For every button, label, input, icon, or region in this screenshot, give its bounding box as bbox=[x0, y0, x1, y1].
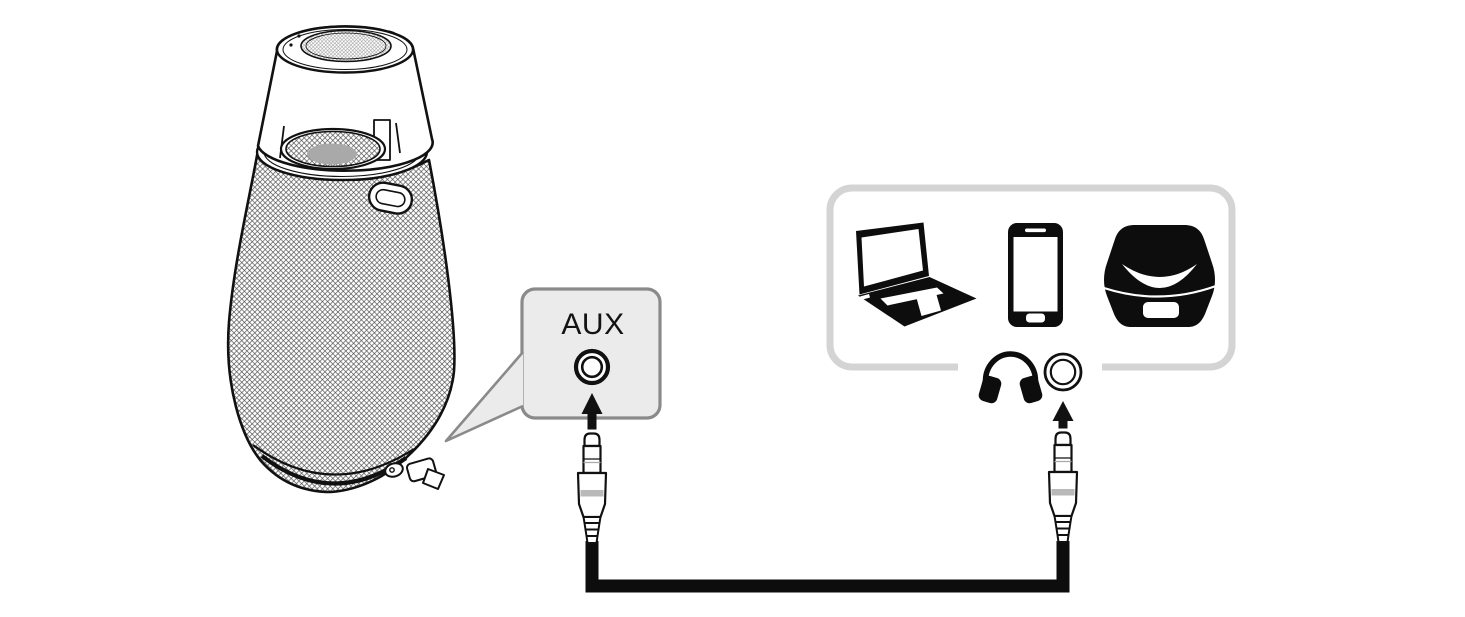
portable-speaker-illustration bbox=[226, 25, 456, 494]
dock-speaker-icon bbox=[1103, 225, 1217, 327]
laptop-icon bbox=[856, 222, 977, 327]
speaker-top-buttons bbox=[289, 30, 395, 47]
speaker-driver bbox=[279, 119, 401, 171]
audio-plug-icon bbox=[1047, 431, 1079, 544]
headphones-icon bbox=[978, 351, 1043, 404]
up-arrow-icon bbox=[581, 393, 603, 430]
speaker-top-grille-inner bbox=[305, 32, 387, 60]
aux-jack-port-icon bbox=[573, 348, 611, 386]
headphone-jack-port-icon bbox=[1043, 352, 1083, 392]
speaker-carry-handle bbox=[367, 181, 414, 215]
aux-label: AUX bbox=[561, 308, 624, 341]
aux-cable-icon bbox=[585, 541, 1070, 593]
speaker-body-mesh bbox=[226, 148, 456, 494]
aux-callout: AUX bbox=[444, 287, 662, 443]
callout-pointer bbox=[444, 351, 524, 443]
devices-box bbox=[826, 184, 1236, 404]
audio-plug-icon bbox=[576, 432, 608, 544]
speaker-base-ring bbox=[252, 444, 415, 476]
aux-port-flap bbox=[384, 457, 445, 490]
up-arrow-icon bbox=[1052, 401, 1074, 429]
speaker-top-grille bbox=[300, 29, 392, 63]
smartphone-icon bbox=[1008, 223, 1063, 327]
speaker-top-face-inner bbox=[282, 29, 408, 70]
